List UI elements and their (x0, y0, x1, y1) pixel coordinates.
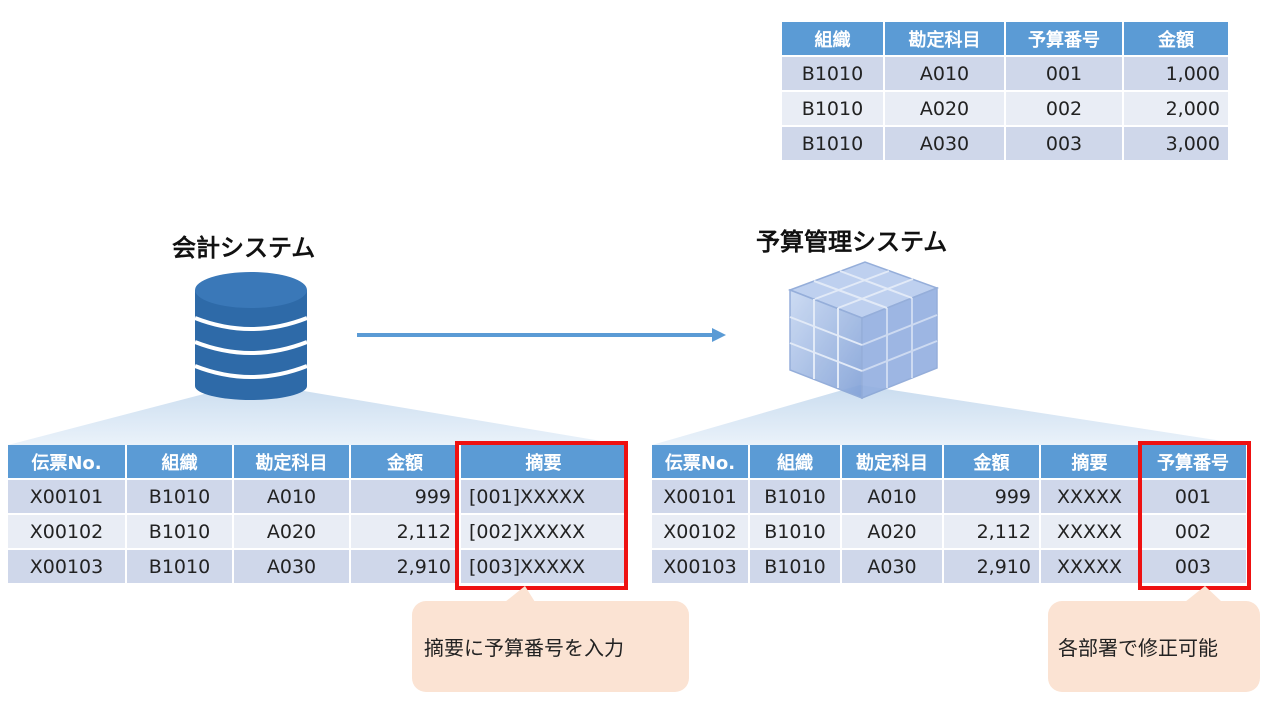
table-cell: [002]XXXXX (461, 515, 628, 550)
table-cell: XXXXX (1041, 515, 1140, 550)
table-cell: A010 (885, 57, 1006, 92)
table-cell: 3,000 (1124, 127, 1230, 162)
table-cell: [003]XXXXX (461, 550, 628, 585)
table-row: X00102 B1010 A020 2,112 XXXXX 002 (652, 515, 1248, 550)
callout-text: 摘要に予算番号を入力 (424, 636, 624, 660)
table-cell: 999 (944, 480, 1041, 515)
column-header: 金額 (1124, 22, 1230, 57)
table-cell: B1010 (127, 480, 234, 515)
table-cell: 002 (1140, 515, 1248, 550)
table-row: X00101 B1010 A010 999 [001]XXXXX (8, 480, 628, 515)
column-header: 金額 (944, 445, 1041, 480)
budget-system-title: 予算管理システム (756, 228, 948, 256)
column-header: 伝票No. (652, 445, 750, 480)
table-cell: X00101 (8, 480, 127, 515)
table-cell: 2,910 (351, 550, 461, 585)
table-cell: A030 (842, 550, 944, 585)
budget-projection (652, 385, 1248, 445)
column-header: 勘定科目 (885, 22, 1006, 57)
table-cell: X00102 (8, 515, 127, 550)
table-cell: B1010 (750, 515, 842, 550)
table-row: B1010 A020 002 2,000 (782, 92, 1230, 127)
table-cell: 2,000 (1124, 92, 1230, 127)
table-cell: A010 (842, 480, 944, 515)
table-cell: 001 (1006, 57, 1124, 92)
accounting-callout: 摘要に予算番号を入力 (412, 601, 689, 692)
table-cell: B1010 (782, 127, 885, 162)
table-cell: B1010 (782, 92, 885, 127)
budget-voucher-table: 伝票No. 組織 勘定科目 金額 摘要 予算番号 X00101 B1010 A0… (652, 445, 1248, 585)
table-cell: 001 (1140, 480, 1248, 515)
column-header: 組織 (782, 22, 885, 57)
table-cell: X00101 (652, 480, 750, 515)
arrow-right-icon (357, 328, 726, 342)
table-cell: A020 (842, 515, 944, 550)
table-row: X00101 B1010 A010 999 XXXXX 001 (652, 480, 1248, 515)
callout-pointer (1185, 586, 1222, 602)
table-cell: 1,000 (1124, 57, 1230, 92)
column-header: 伝票No. (8, 445, 127, 480)
table-cell: B1010 (750, 550, 842, 585)
table-header-row: 組織 勘定科目 予算番号 金額 (782, 22, 1230, 57)
table-cell: B1010 (127, 550, 234, 585)
table-cell: X00102 (652, 515, 750, 550)
table-cell: 002 (1006, 92, 1124, 127)
table-row: B1010 A030 003 3,000 (782, 127, 1230, 162)
table-cell: A020 (234, 515, 351, 550)
table-row: X00102 B1010 A020 2,112 [002]XXXXX (8, 515, 628, 550)
column-header: 予算番号 (1006, 22, 1124, 57)
table-cell: [001]XXXXX (461, 480, 628, 515)
column-header: 勘定科目 (842, 445, 944, 480)
table-cell: A010 (234, 480, 351, 515)
accounting-projection (8, 382, 625, 445)
table-row: X00103 B1010 A030 2,910 [003]XXXXX (8, 550, 628, 585)
budget-number-column-highlight (1138, 441, 1251, 590)
table-cell: XXXXX (1041, 480, 1140, 515)
column-header: 摘要 (1041, 445, 1140, 480)
table-cell: 003 (1006, 127, 1124, 162)
table-cell: A020 (885, 92, 1006, 127)
column-header: 組織 (750, 445, 842, 480)
database-icon (194, 272, 308, 400)
table-cell: 999 (351, 480, 461, 515)
table-cell: B1010 (127, 515, 234, 550)
column-header: 金額 (351, 445, 461, 480)
column-header: 予算番号 (1140, 445, 1248, 480)
table-cell: A030 (234, 550, 351, 585)
summary-column-highlight (455, 441, 628, 590)
table-cell: X00103 (652, 550, 750, 585)
table-cell: X00103 (8, 550, 127, 585)
budget-callout: 各部署で修正可能 (1048, 601, 1260, 692)
table-header-row: 伝票No. 組織 勘定科目 金額 摘要 予算番号 (652, 445, 1248, 480)
table-cell: 2,112 (351, 515, 461, 550)
table-cell: B1010 (782, 57, 885, 92)
table-cell: A030 (885, 127, 1006, 162)
accounting-system-title: 会計システム (172, 234, 316, 262)
column-header: 勘定科目 (234, 445, 351, 480)
table-cell: 2,910 (944, 550, 1041, 585)
callout-text: 各部署で修正可能 (1058, 636, 1218, 660)
column-header: 組織 (127, 445, 234, 480)
table-row: B1010 A010 001 1,000 (782, 57, 1230, 92)
table-cell: B1010 (750, 480, 842, 515)
table-cell: 2,112 (944, 515, 1041, 550)
accounting-voucher-table: 伝票No. 組織 勘定科目 金額 摘要 X00101 B1010 A010 99… (8, 445, 628, 585)
budget-master-table: 組織 勘定科目 予算番号 金額 B1010 A010 001 1,000 B10… (782, 22, 1230, 162)
table-cell: 003 (1140, 550, 1248, 585)
callout-pointer (505, 586, 535, 602)
cube-icon (787, 261, 940, 400)
